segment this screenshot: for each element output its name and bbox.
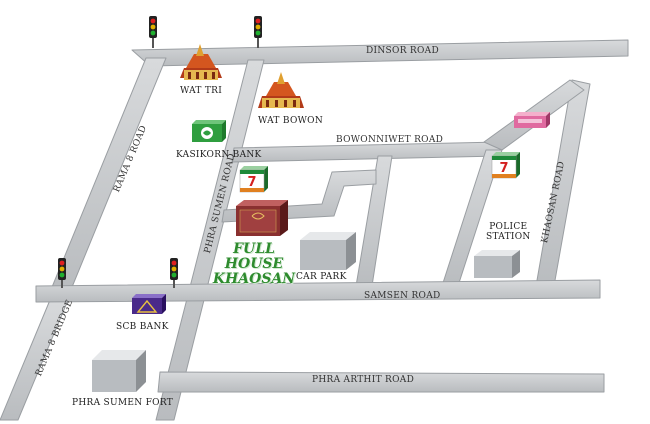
temple-icon bbox=[180, 44, 222, 80]
wat-tri-label: Wat Tri bbox=[180, 86, 223, 96]
hotel-name-line2: Khaosan bbox=[212, 271, 296, 287]
building-icon bbox=[92, 350, 146, 392]
car-park-label: Car Park bbox=[296, 272, 347, 282]
bowonniwet-road bbox=[231, 141, 501, 163]
wat-bowon-label: Wat Bowon bbox=[258, 116, 324, 126]
building-icon bbox=[300, 232, 356, 270]
bank-icon bbox=[132, 294, 166, 314]
building-icon bbox=[474, 250, 520, 278]
dinsor-road-label: Dinsor Road bbox=[366, 46, 439, 56]
police-station-label-line2: Station bbox=[486, 232, 531, 242]
svg-text:7: 7 bbox=[499, 161, 508, 176]
samsen-road bbox=[35, 279, 601, 303]
traffic-light-icon bbox=[58, 258, 66, 288]
bank-icon bbox=[192, 120, 226, 142]
scb-bank-label: SCB Bank bbox=[116, 322, 169, 332]
police-station-label: Police Station bbox=[486, 222, 531, 242]
samsen-road-label: Samsen Road bbox=[364, 291, 441, 301]
temple-icon bbox=[258, 72, 304, 108]
rama-8-road bbox=[49, 57, 167, 293]
hotel-sign-icon bbox=[236, 200, 288, 236]
hotel-name-line1: Full House bbox=[224, 241, 284, 272]
svg-text:7: 7 bbox=[247, 175, 256, 190]
phra-arthit-road bbox=[157, 371, 605, 393]
traffic-light-icon bbox=[170, 258, 178, 288]
shop-icon bbox=[514, 112, 550, 128]
phra-arthit-road-label: Phra Arthit Road bbox=[312, 375, 415, 385]
bowonniwet-road-label: Bowonniwet Road bbox=[336, 135, 444, 145]
hotel-name: Full House Khaosan bbox=[208, 242, 300, 287]
phra-sumen-fort-label: Phra Sumen Fort bbox=[72, 398, 174, 408]
kasikorn-bank-label: Kasikorn Bank bbox=[176, 150, 262, 160]
seven-eleven-icon: 7 bbox=[239, 166, 268, 193]
traffic-light-icon bbox=[254, 16, 262, 48]
traffic-light-icon bbox=[149, 16, 157, 48]
police-station-label-line1: Police bbox=[489, 222, 528, 232]
seven-eleven-icon: 7 bbox=[491, 152, 520, 179]
